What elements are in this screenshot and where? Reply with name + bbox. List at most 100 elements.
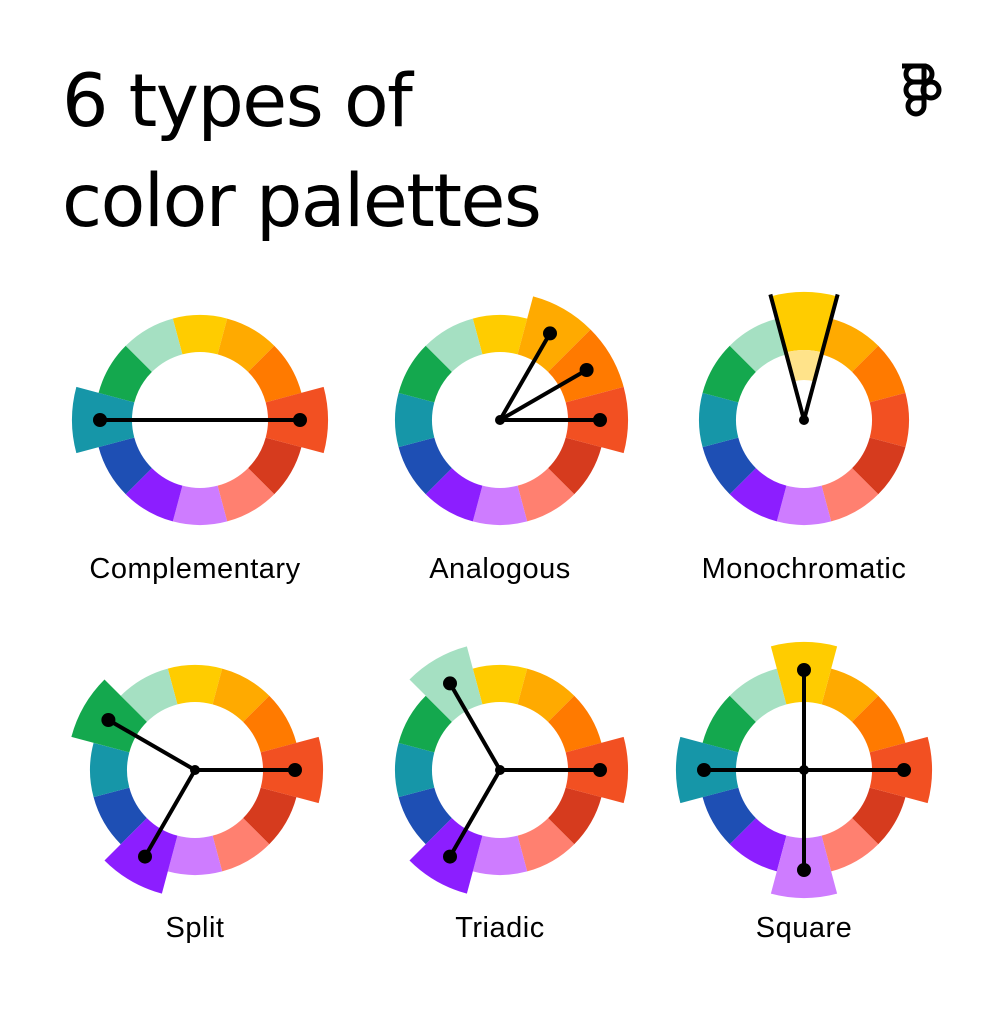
wheel-segment	[398, 437, 452, 495]
wheel-segment	[852, 787, 906, 845]
connector-line	[143, 768, 197, 858]
marker-dot	[293, 413, 307, 427]
wheel-segment	[217, 318, 275, 372]
wheel-segment	[212, 668, 270, 722]
wheel-segment	[90, 742, 130, 798]
marker-dot	[443, 676, 457, 691]
wheel-segment	[702, 437, 756, 495]
wheel-segment	[172, 315, 228, 355]
wheel-segment	[729, 318, 787, 372]
title-line-1: 6 types of	[62, 59, 413, 144]
marker-dot	[443, 849, 457, 864]
connector-line	[448, 682, 502, 772]
marker-dot	[797, 863, 811, 877]
title-line-2: color palettes	[62, 159, 542, 244]
wheel-segment	[729, 668, 787, 722]
wheel-segment-highlight	[770, 292, 838, 353]
wheel-segment	[702, 345, 756, 403]
page-title: 6 types of color palettes	[62, 52, 542, 252]
wheel-segment	[98, 345, 152, 403]
marker-dot	[101, 713, 116, 727]
hub-dot	[495, 765, 505, 775]
wheel-segment	[125, 468, 183, 522]
marker-dot	[543, 326, 557, 341]
figma-logo-icon	[902, 63, 942, 117]
wheel-segment	[167, 835, 223, 875]
wheel-segment	[217, 468, 275, 522]
wheel-segment	[821, 318, 879, 372]
marker-dot	[138, 849, 152, 864]
marker-dot	[579, 363, 594, 377]
wheel-segment	[243, 787, 297, 845]
wheel-segment	[167, 665, 223, 705]
wheel-segment	[472, 665, 528, 705]
wheel-analogous	[395, 296, 628, 525]
wheel-segment-tint	[785, 350, 823, 382]
hub-dot	[495, 415, 505, 425]
wheel-segment	[172, 485, 228, 525]
wheel-segment	[702, 787, 756, 845]
hub-dot	[799, 765, 809, 775]
connector-line	[448, 768, 502, 858]
wheel-segment	[852, 437, 906, 495]
connector-line	[498, 368, 588, 422]
wheel-segment	[395, 742, 435, 798]
wheel-segment	[472, 315, 528, 355]
wheel-complementary	[72, 315, 328, 525]
label-complementary: Complementary	[89, 553, 301, 585]
marker-dot	[797, 663, 811, 677]
wheel-segment	[821, 468, 879, 522]
wheel-segment	[98, 437, 152, 495]
wheel-segment	[869, 392, 909, 448]
hub-dot	[799, 415, 809, 425]
wheel-segment	[398, 787, 452, 845]
wheel-segment	[517, 468, 575, 522]
wheel-segment	[729, 468, 787, 522]
wheel-segment	[398, 345, 452, 403]
wheel-segment	[852, 695, 906, 753]
wheel-segment	[248, 437, 302, 495]
wheel-segment	[517, 668, 575, 722]
label-square: Square	[755, 912, 853, 944]
label-triadic: Triadic	[455, 912, 545, 944]
marker-dot	[93, 413, 107, 427]
wheel-segment	[395, 392, 435, 448]
wheel-segment	[729, 818, 787, 872]
marker-dot	[593, 763, 607, 777]
wheel-segment	[425, 468, 483, 522]
wheel-split	[71, 665, 323, 894]
marker-dot	[897, 763, 911, 777]
wheel-segment	[548, 437, 602, 495]
wheel-square	[676, 642, 932, 898]
connector-line	[498, 332, 552, 422]
wheel-segment	[398, 695, 452, 753]
wheel-segment	[243, 695, 297, 753]
marker-dot	[697, 763, 711, 777]
wheel-monochromatic	[699, 292, 909, 525]
hub-dot	[190, 765, 200, 775]
wheel-segment	[699, 392, 739, 448]
wheel-segment	[93, 787, 147, 845]
wheel-segment	[548, 695, 602, 753]
label-analogous: Analogous	[429, 553, 571, 585]
wheel-segment	[472, 485, 528, 525]
label-split: Split	[165, 912, 225, 944]
wheel-segment	[776, 485, 832, 525]
wheel-segment	[425, 318, 483, 372]
label-monochromatic: Monochromatic	[701, 553, 907, 585]
wheel-triadic	[395, 646, 628, 894]
wheel-segment	[212, 818, 270, 872]
wheel-segment	[821, 668, 879, 722]
wheel-segment	[248, 345, 302, 403]
wheel-segment	[852, 345, 906, 403]
wheel-segment	[120, 668, 178, 722]
wheel-segment	[821, 818, 879, 872]
wheel-segment	[472, 835, 528, 875]
connector-line	[107, 718, 197, 772]
marker-dot	[288, 763, 302, 777]
wheel-segment	[517, 818, 575, 872]
marker-dot	[593, 413, 607, 427]
wheel-segment	[702, 695, 756, 753]
wheel-segment	[125, 318, 183, 372]
wheel-segment	[548, 787, 602, 845]
